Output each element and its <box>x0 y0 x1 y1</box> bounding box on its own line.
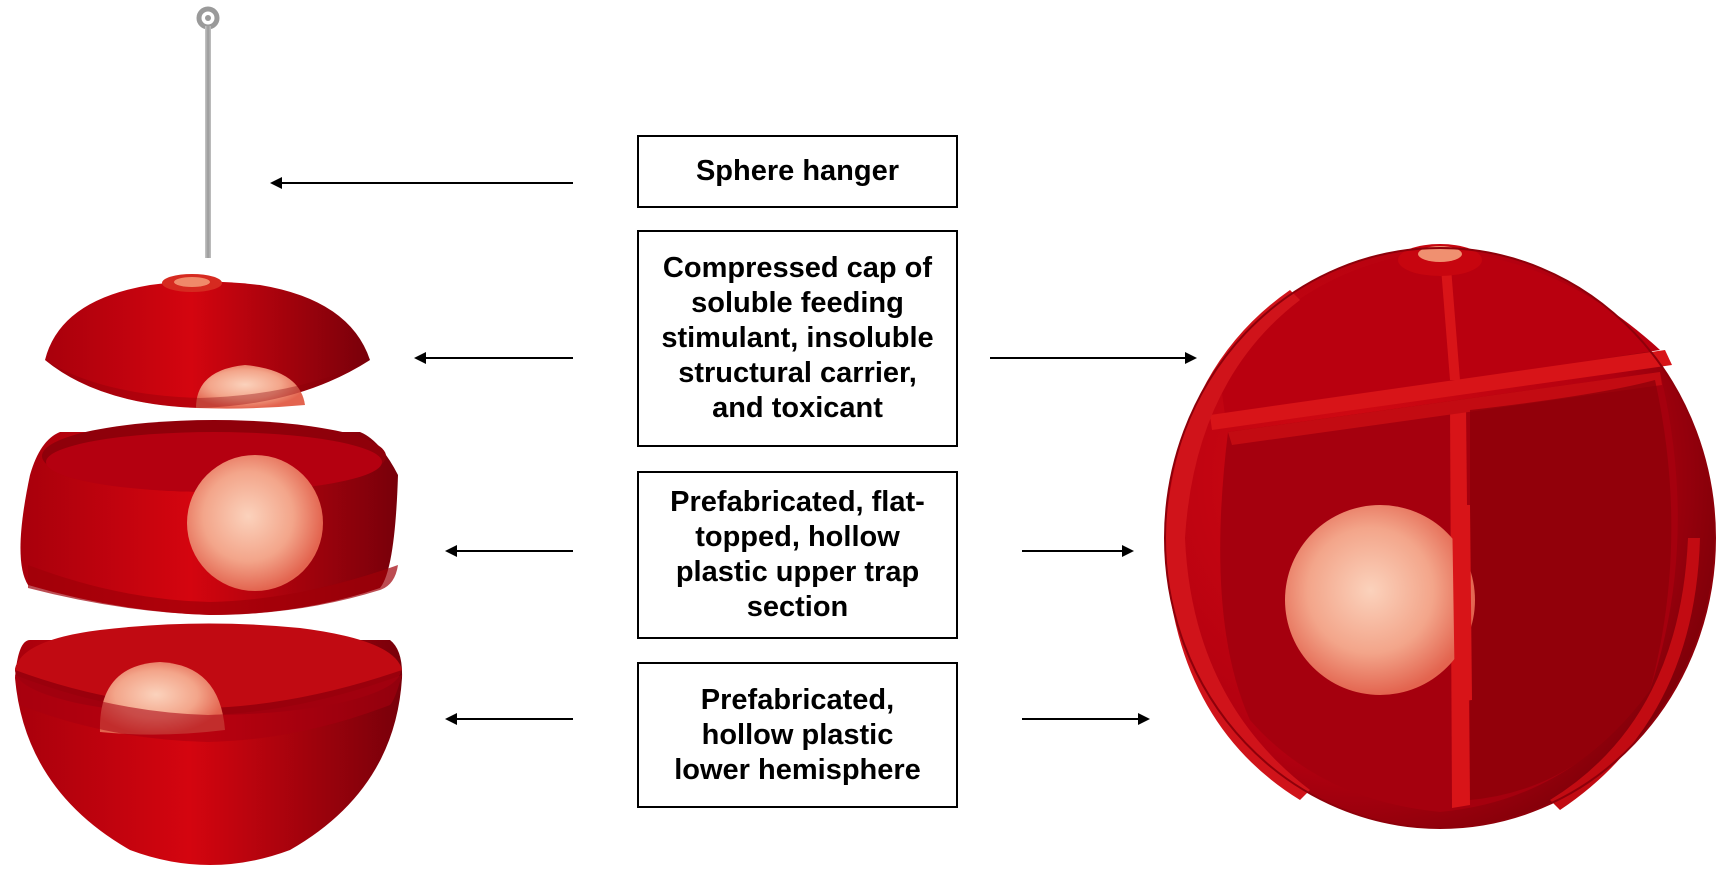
label-lower-hemisphere-line: lower hemisphere <box>674 753 921 788</box>
label-sphere-hanger-text: Sphere hanger <box>696 154 899 189</box>
cap-piece <box>45 274 370 409</box>
upper-section-piece <box>20 420 398 615</box>
label-upper-section-line: Prefabricated, flat- <box>670 485 925 520</box>
label-lower-hemisphere-line: hollow plastic <box>702 718 894 753</box>
sphere-hanger <box>199 9 217 258</box>
label-cap-line: structural carrier, <box>678 356 917 391</box>
label-upper-section: Prefabricated, flat- topped, hollow plas… <box>637 471 958 639</box>
label-upper-section-line: plastic upper trap <box>676 555 919 590</box>
label-cap-line: and toxicant <box>712 391 883 426</box>
label-sphere-hanger: Sphere hanger <box>637 135 958 208</box>
label-lower-hemisphere: Prefabricated, hollow plastic lower hemi… <box>637 662 958 808</box>
label-cap-line: stimulant, insoluble <box>661 321 933 356</box>
label-cap: Compressed cap of soluble feeding stimul… <box>637 230 958 447</box>
label-upper-section-line: topped, hollow <box>695 520 900 555</box>
label-cap-line: Compressed cap of <box>663 251 932 286</box>
assembled-sphere <box>1165 244 1715 828</box>
label-upper-section-line: section <box>747 590 849 625</box>
label-cap-line: soluble feeding <box>691 286 904 321</box>
lower-hemisphere-piece <box>15 623 402 865</box>
label-lower-hemisphere-line: Prefabricated, <box>701 683 894 718</box>
